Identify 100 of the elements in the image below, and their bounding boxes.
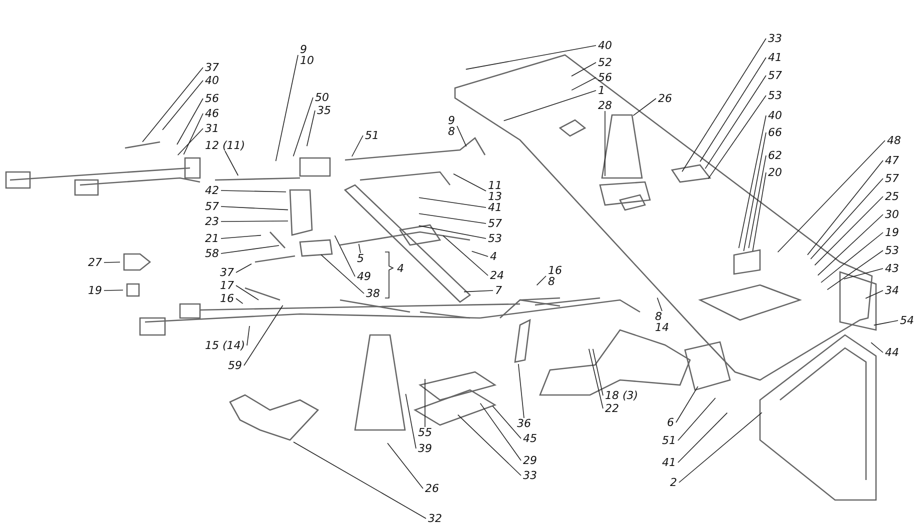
leader-line: [244, 305, 284, 366]
leader-line: [456, 126, 467, 147]
callout-number: 37: [205, 62, 219, 72]
callout-number: 9: [448, 115, 455, 126]
leader-line: [865, 290, 884, 299]
leader-line: [588, 348, 604, 409]
leader-line: [418, 197, 486, 208]
callout-number: 40: [598, 40, 612, 50]
callout-number: 23: [205, 216, 219, 226]
callout-number: 44: [885, 346, 899, 358]
leader-line: [518, 364, 524, 418]
callout-number: 53: [768, 90, 782, 100]
callout-number: 10: [300, 55, 314, 66]
callout-number: 40: [205, 74, 219, 86]
callout-number: 7: [495, 284, 502, 296]
callout-number: 52: [598, 56, 612, 68]
leader-line: [708, 95, 766, 180]
leader-line: [752, 172, 766, 252]
leader-line: [818, 214, 884, 276]
leader-line: [177, 128, 204, 156]
leader-line: [678, 412, 762, 483]
leader-line: [162, 80, 204, 130]
callout-number: 15 (14): [205, 340, 246, 350]
leader-line: [743, 132, 766, 252]
leader-line: [358, 244, 361, 254]
leader-line: [844, 268, 884, 280]
callout-number: 8: [548, 276, 556, 287]
leader-line: [777, 140, 886, 252]
leader-line: [236, 264, 252, 273]
callout-number: 29: [523, 454, 537, 466]
callout-number: 20: [768, 166, 782, 178]
callout-number: 26: [425, 482, 439, 494]
leader-line: [293, 442, 426, 519]
callout-number: 56: [598, 72, 612, 82]
leader-line: [536, 276, 546, 286]
callout-number: 43: [885, 262, 899, 274]
callout-number: 38: [366, 288, 380, 298]
leader-line: [738, 115, 766, 248]
leader-line: [275, 54, 298, 162]
callout-number: 19: [885, 226, 899, 238]
leader-line: [320, 254, 364, 294]
leader-line: [405, 394, 416, 449]
callout-number: 54: [900, 314, 914, 326]
callout-number: 36: [517, 418, 531, 428]
callout-number: 33: [523, 470, 537, 480]
callout-number: 24: [490, 270, 504, 280]
callout-number: 16: [548, 265, 562, 276]
callout-number: 2: [670, 476, 677, 488]
callout-number: 53: [488, 232, 502, 244]
leader-line: [870, 342, 884, 353]
callout-number: 1: [598, 84, 605, 96]
callout-number: 35: [317, 104, 331, 116]
leader-line: [352, 135, 364, 157]
leader-line: [292, 97, 314, 157]
callout-number: 47: [885, 154, 899, 166]
callout-number: 42: [205, 184, 219, 196]
callout-number: 51: [662, 434, 676, 446]
leader-line: [176, 98, 204, 145]
leader-line: [236, 298, 244, 304]
callout-number: 28: [598, 100, 612, 110]
callout-number: 12 (11): [205, 140, 246, 150]
callout-number: 26: [658, 92, 672, 104]
leader-line: [826, 250, 884, 290]
callout-number: 33: [768, 32, 782, 44]
leader-line: [224, 150, 238, 176]
leader-line: [418, 225, 486, 239]
leader-line: [246, 326, 250, 346]
leader-line: [466, 45, 596, 70]
leader-line: [334, 235, 356, 277]
callout-number: 25: [885, 190, 899, 202]
leader-line: [704, 75, 766, 170]
callout-number: 58: [205, 248, 219, 258]
callout-number: 32: [428, 512, 442, 524]
leader-line: [236, 285, 259, 300]
callout-number: 13: [488, 191, 502, 202]
leader-line: [820, 232, 884, 283]
leader-line: [748, 155, 766, 248]
leader-line: [453, 174, 486, 192]
callout-number: 8: [655, 311, 663, 322]
leader-line: [678, 412, 728, 463]
callout-number: 50: [315, 92, 329, 102]
callout-number: 8: [448, 126, 455, 137]
leader-line: [604, 110, 606, 176]
leader-line: [104, 262, 120, 263]
callout-number: 14: [655, 322, 669, 333]
leader-line: [220, 234, 262, 239]
leader-line: [458, 414, 522, 476]
leader-line: [424, 378, 426, 428]
callout-number: 34: [885, 284, 899, 296]
leader-line: [306, 110, 316, 146]
callout-number: 57: [885, 172, 899, 184]
callout-number: 59: [228, 360, 242, 370]
leader-line: [678, 398, 716, 441]
leader-line: [464, 290, 494, 292]
callout-number: 46: [205, 108, 219, 118]
leader-line: [632, 98, 656, 116]
leader-line: [700, 57, 766, 162]
callout-number: 16: [220, 292, 234, 304]
callout-number: 45: [523, 432, 537, 444]
callout-number: 21: [205, 232, 219, 244]
